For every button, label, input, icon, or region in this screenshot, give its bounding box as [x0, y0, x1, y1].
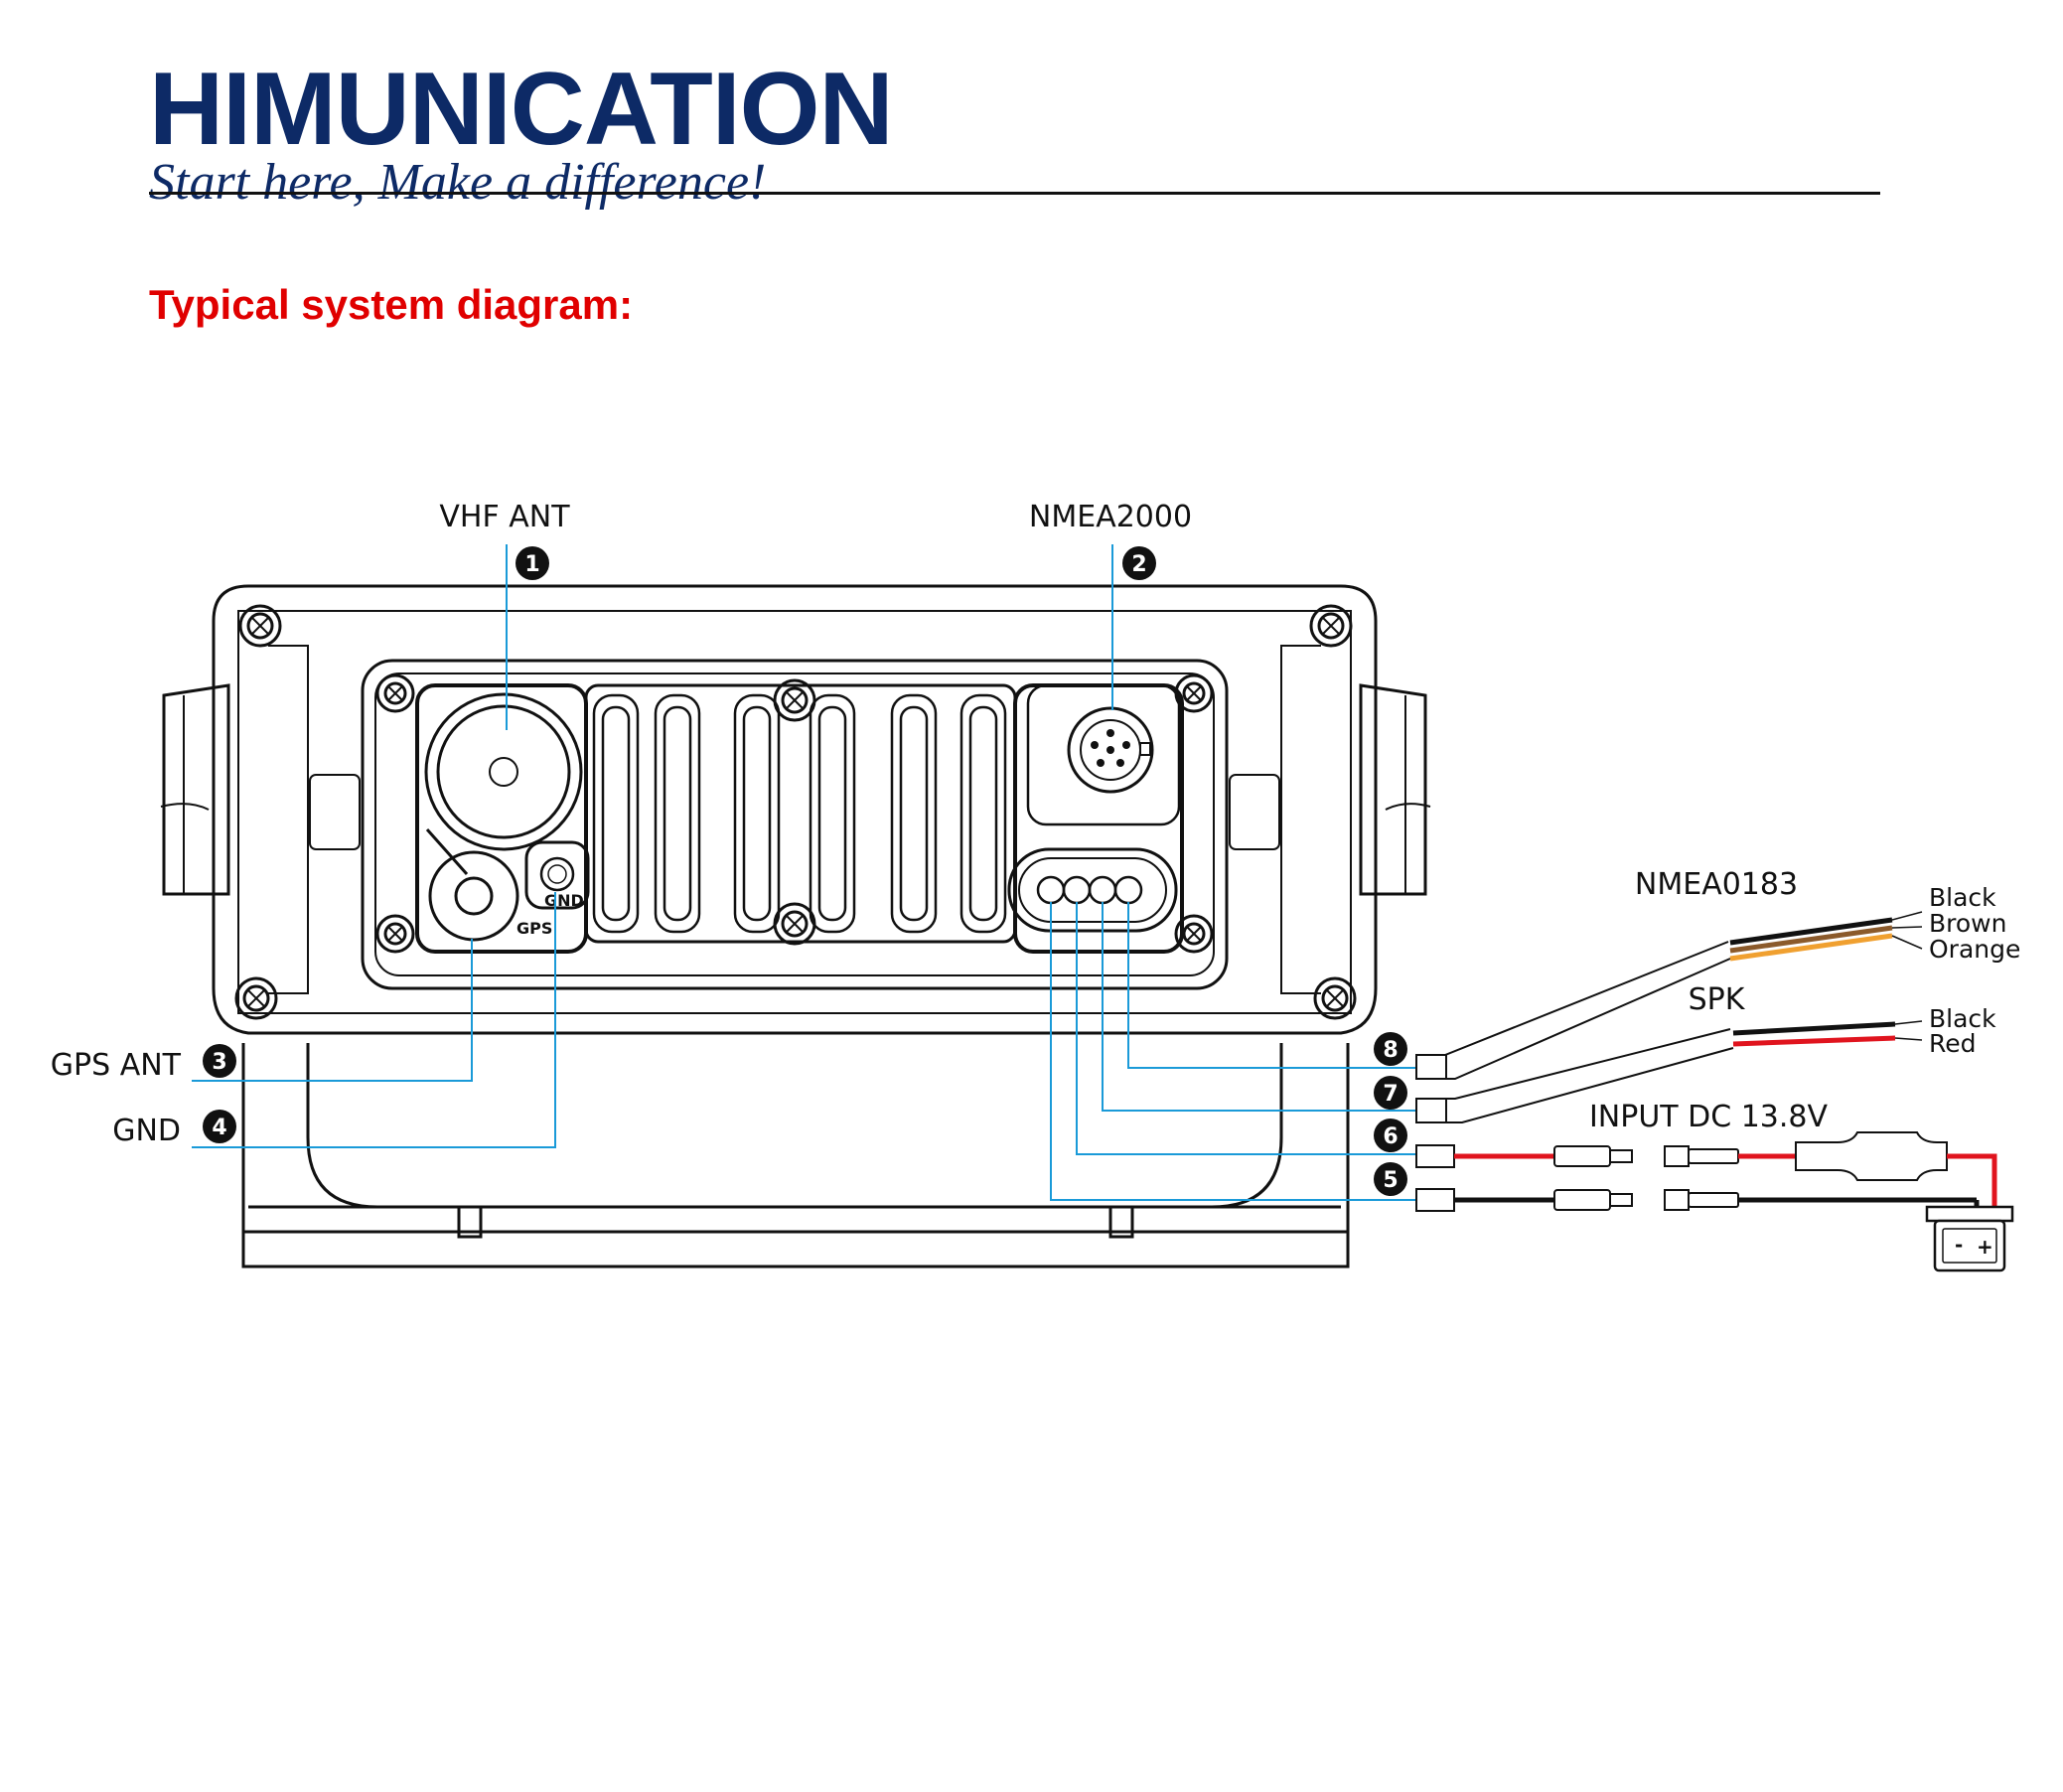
callout-8-number: 8	[1383, 1038, 1398, 1063]
callout-6: 6	[1374, 1119, 1407, 1152]
power-cable: INPUT DC 13.8V	[1415, 1100, 1997, 1212]
label-input-dc: INPUT DC 13.8V	[1589, 1100, 1829, 1134]
header-divider	[149, 192, 1880, 195]
spk-cable: SPK Black Red	[1415, 982, 1996, 1123]
callout-2-number: 2	[1131, 552, 1146, 577]
screws	[234, 604, 1357, 1020]
callout-1: 1	[516, 546, 549, 580]
gnd-terminal: GND	[524, 840, 590, 910]
callout-1-number: 1	[524, 552, 539, 577]
callout-2: 2	[1122, 546, 1156, 580]
wire-label-spk-red: Red	[1929, 1029, 1977, 1058]
gps-panel-label: GPS	[516, 919, 552, 938]
leader-lines	[192, 544, 1416, 1201]
callout-4-number: 4	[212, 1116, 226, 1140]
brand-tagline: Start here, Make a difference!	[149, 154, 767, 211]
heat-sink-fins	[592, 693, 1007, 934]
wire-grommet	[1007, 847, 1178, 933]
callout-7-number: 7	[1383, 1082, 1398, 1107]
callout-3-number: 3	[212, 1050, 226, 1075]
callout-5-number: 5	[1383, 1168, 1398, 1193]
nmea2000-connector	[1026, 683, 1181, 826]
wire-label-brown: Brown	[1929, 909, 2006, 938]
vhf-antenna-connector	[424, 692, 583, 875]
callout-8: 8	[1374, 1032, 1407, 1066]
battery-icon: - +	[1925, 1205, 2014, 1272]
callout-6-number: 6	[1383, 1124, 1398, 1149]
wire-label-orange: Orange	[1929, 935, 2020, 964]
label-gnd: GND	[112, 1114, 181, 1148]
callout-3: 3	[203, 1044, 236, 1078]
callout-5: 5	[1374, 1162, 1407, 1196]
label-vhf-ant: VHF ANT	[439, 500, 570, 534]
gnd-panel-label: GND	[544, 891, 584, 910]
battery-plus: +	[1977, 1235, 1993, 1259]
label-gps-ant: GPS ANT	[51, 1048, 182, 1083]
label-spk: SPK	[1689, 982, 1746, 1017]
section-heading: Typical system diagram:	[149, 281, 634, 328]
wire-label-spk-black: Black	[1929, 1004, 1996, 1033]
nmea0183-cable: NMEA0183 Black Brown Orange	[1415, 867, 2020, 1080]
label-nmea2000: NMEA2000	[1029, 500, 1192, 534]
brand-logo: HIMUNICATION Start here, Make a differen…	[149, 52, 894, 211]
battery-minus: -	[1955, 1233, 1963, 1257]
callout-7: 7	[1374, 1076, 1407, 1110]
label-nmea0183: NMEA0183	[1635, 867, 1798, 902]
wire-label-black: Black	[1929, 883, 1996, 912]
callout-4: 4	[203, 1110, 236, 1143]
brand-name: HIMUNICATION	[149, 52, 894, 167]
gps-connector: GPS	[428, 850, 552, 942]
